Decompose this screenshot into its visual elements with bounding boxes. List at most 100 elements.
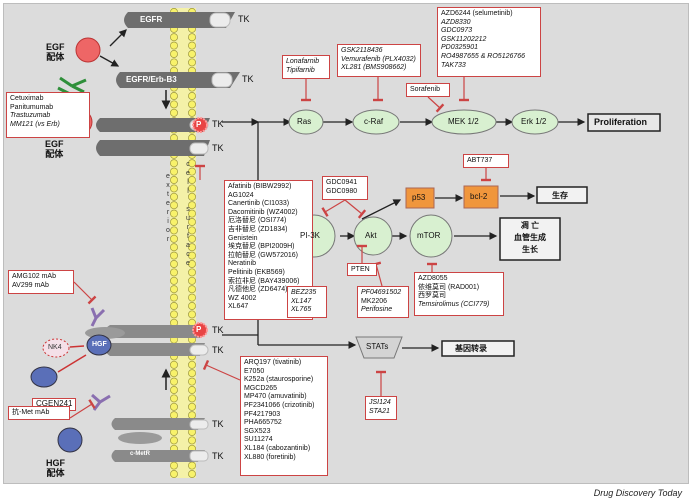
membrane-bead — [188, 209, 196, 218]
inhibitor-item: Afatinib (BIBW2992) — [228, 183, 292, 190]
output-transcription-box — [441, 340, 515, 357]
membrane-bead — [188, 92, 196, 100]
inhibitor-item: Pelitinib (EKB569) — [228, 268, 285, 276]
inhibitor-item: XL281 (BMS908662) — [341, 64, 407, 72]
inhibitor-item: TAK733 — [441, 61, 466, 69]
inhibitor-item: SU11274 — [244, 436, 273, 444]
membrane-bead — [170, 192, 178, 201]
inhibitor-item: MGCD265 — [244, 384, 278, 392]
tk-label-cmet-top: TK — [212, 419, 224, 429]
inhibitor-bar — [87, 295, 97, 305]
membrane-bead — [170, 470, 178, 478]
membrane-bead — [188, 41, 196, 50]
abt737-label: ABT737 — [467, 157, 493, 164]
inhibitor-item: PF04691502 — [361, 289, 402, 296]
met-dimer-bottom — [105, 343, 205, 356]
inhibitor-item: 吉非替尼 (ZD1834) — [228, 225, 288, 233]
activated-egfr-dimer — [96, 117, 210, 156]
membrane-letter: r — [166, 236, 170, 243]
membrane-letter: r — [166, 209, 170, 216]
egfr-tk-domain — [209, 12, 231, 28]
membrane-bead — [170, 92, 178, 100]
hgf-ligand-1-label: HGF — [92, 341, 107, 348]
inhibitor-item: Genistein — [228, 234, 258, 242]
membrane-bead — [170, 167, 178, 176]
output-survival-box — [536, 186, 588, 204]
tk-label-dimer-bottom: TK — [212, 143, 224, 153]
membrane-bead — [170, 218, 178, 226]
membrane-bead — [188, 184, 196, 193]
output-transcription: 基因转录 — [455, 344, 487, 353]
inhibitor-item: Lonafarnib — [286, 58, 320, 65]
footer-credit: Drug Discovery Today — [593, 488, 682, 498]
membrane-bead — [170, 302, 178, 310]
inhibitor-item: 凡德他尼 (ZD6474) — [228, 286, 288, 294]
inhibitor-item: K252a (staurosporine) — [244, 376, 314, 384]
inhibitor-line — [69, 403, 93, 419]
membrane-letter: e — [166, 200, 170, 207]
nk4-oval — [42, 338, 70, 358]
membrane-bead — [188, 402, 196, 411]
membrane-letter: s — [186, 206, 190, 213]
label-mtor: mTOR — [417, 231, 441, 240]
membrane-bead — [170, 436, 178, 445]
inhibitor-item: Temsirolimus (CCI779) — [418, 300, 490, 308]
hgf-ligand-2-label-line1: HGF — [46, 458, 65, 468]
membrane-bead — [170, 411, 178, 420]
antibody-purple-2 — [91, 393, 111, 411]
membrane-bead — [170, 209, 178, 218]
egf-ligand-1-label: EGF 配体 — [46, 42, 65, 62]
membrane-bead — [188, 167, 196, 176]
label-stats: STATs — [366, 342, 389, 351]
membrane-bead — [170, 360, 178, 369]
membrane-bead — [170, 461, 178, 470]
membrane-bead — [188, 159, 196, 168]
inhibitor-item: SGX523 — [244, 427, 271, 435]
node-erk — [511, 109, 559, 135]
membrane-letter: x — [166, 182, 170, 189]
membrane-bead — [170, 159, 178, 168]
membrane-bead — [170, 201, 178, 210]
inhibitor-item: PF4217903 — [244, 410, 281, 418]
membrane-bead — [170, 108, 178, 117]
egfr-dimer-bottom — [96, 140, 210, 156]
membrane-bead — [170, 369, 178, 378]
inhibitor-item: AZD6244 (selumetinib) — [441, 10, 513, 17]
node-mtor — [409, 214, 453, 258]
membrane-bead — [188, 226, 196, 235]
membrane-letter: e — [186, 170, 190, 177]
membrane-bead — [170, 176, 178, 184]
inhibitor-bar — [321, 207, 329, 217]
inhibitor-item: GSK11202212 — [441, 35, 487, 43]
inhibitor-item: Tipifarnib — [286, 66, 315, 74]
hgf-ligand-2-label: HGF 配体 — [46, 458, 65, 478]
membrane-bead — [188, 470, 196, 478]
inhibitor-item: Neratinib — [228, 260, 257, 268]
membrane-bead — [188, 192, 196, 201]
inhibitor-bar — [88, 399, 96, 409]
inhibitor-item: GDC0941 — [326, 179, 358, 186]
egfr-receptor — [124, 12, 235, 28]
membrane-bead — [188, 268, 196, 277]
cmet-tk-top — [189, 419, 209, 430]
egf-ligand-2-label-line2: 配体 — [45, 149, 64, 159]
node-bcl2 — [463, 185, 499, 209]
egfr-erb-body — [116, 72, 240, 88]
membrane-letter: i — [167, 218, 169, 225]
phospho-label-egfr: P — [196, 120, 202, 129]
label-mek: MEK 1/2 — [448, 117, 479, 126]
membrane-bead — [170, 243, 178, 252]
hgf-ligand-2-label-line2: 配体 — [46, 468, 65, 478]
output-apoptosis-line: 生长 — [522, 245, 538, 254]
cgen-inhibit-line — [57, 354, 87, 373]
inhibitor-item: Canertinib (CI1033) — [228, 200, 290, 208]
antibody-purple-1 — [90, 307, 106, 327]
inhibitor-item: STA21 — [369, 407, 390, 415]
egfr-dimer-top — [96, 118, 210, 132]
inhibitor-item: XL184 (cabozantinib) — [244, 444, 311, 452]
node-ras — [288, 109, 324, 135]
